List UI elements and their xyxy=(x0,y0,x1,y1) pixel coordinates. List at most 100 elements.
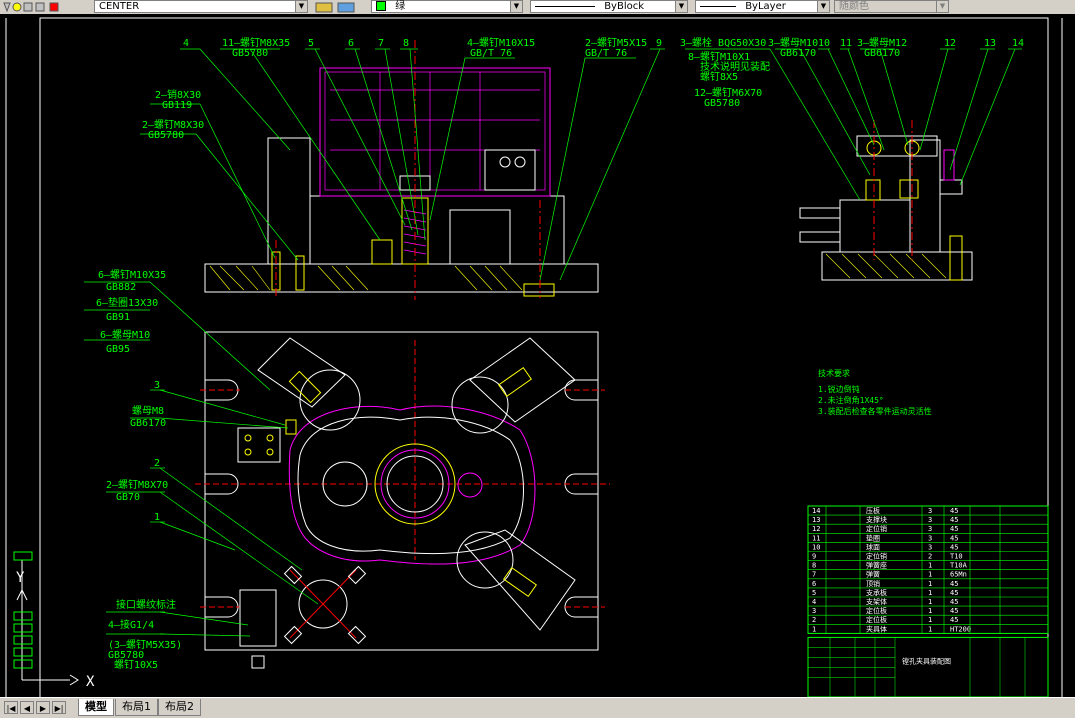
layer-state-icons[interactable] xyxy=(2,0,64,13)
bom-row-no: 1 xyxy=(812,625,816,633)
tab-model[interactable]: 模型 xyxy=(78,699,114,716)
note-label: GB95 xyxy=(106,344,130,355)
bom-row-no: 9 xyxy=(812,553,816,561)
balloon-label: 6 xyxy=(348,38,354,49)
layer-tools[interactable] xyxy=(314,0,362,13)
bom-row-no: 5 xyxy=(812,589,816,597)
bom-row-name: 支承板 xyxy=(866,588,887,597)
layer-combo-value: CENTER xyxy=(99,1,140,12)
bom-row-no: 14 xyxy=(812,507,820,515)
bom-row-material: 45 xyxy=(950,598,958,606)
bom-row-name: 压板 xyxy=(866,506,880,515)
properties-toolbar: CENTER ▼ 绿 ▼ ByBlock ▼ ByLayer ▼ 随颜色 ▼ xyxy=(0,0,1075,15)
color-combo[interactable]: 绿 ▼ xyxy=(371,0,523,13)
lineweight-combo[interactable]: ByLayer ▼ xyxy=(695,0,830,13)
bom-row-no: 11 xyxy=(812,534,820,542)
bom-row-qty: 1 xyxy=(928,589,932,597)
balloon-label: 2—螺钉M5X15 xyxy=(585,37,647,49)
chevron-down-icon[interactable]: ▼ xyxy=(675,1,687,12)
note-label: (3—螺钉M5X35) xyxy=(108,639,182,651)
color-swatch xyxy=(376,1,386,11)
bom-row-name: 垫圈 xyxy=(866,533,880,542)
prev-tab-button[interactable]: ◀ xyxy=(20,701,34,714)
tech-note-item: 1.锐边倒钝 xyxy=(818,384,860,394)
bom-row-name: 支撑块 xyxy=(866,515,887,524)
balloon-label: 10 xyxy=(818,38,830,49)
tech-notes: 技术要求 1.锐边倒钝 2.未注倒角1X45° 3.装配后检查各零件运动灵活性 xyxy=(818,368,932,416)
first-tab-button[interactable]: |◀ xyxy=(4,701,18,714)
bom-row-name: 定位板 xyxy=(866,615,887,624)
balloon-label: 2 xyxy=(154,458,160,469)
note-label: 3—螺栓 BQG50X30 xyxy=(680,36,766,49)
bom-row-name: 弹簧 xyxy=(866,570,880,579)
balloon-label: 12 xyxy=(944,38,956,49)
bom-row-material: 45 xyxy=(950,607,958,615)
bom-row-no: 4 xyxy=(812,598,816,606)
color-combo-value: 绿 xyxy=(395,1,406,12)
note-label: 螺母M8 xyxy=(132,405,164,417)
plan-view xyxy=(195,331,610,669)
layer-combo[interactable]: CENTER ▼ xyxy=(94,0,308,13)
front-leaders xyxy=(140,48,665,281)
tab-layout2[interactable]: 布局2 xyxy=(158,699,201,716)
balloon-label: 14 xyxy=(1012,38,1024,49)
plotstyle-combo-value: 随颜色 xyxy=(839,1,869,12)
layer-tool-icons[interactable] xyxy=(314,1,362,13)
bom-row-material: 45 xyxy=(950,516,958,524)
bom-row-qty: 3 xyxy=(928,525,932,533)
bom-row-name: 夹具体 xyxy=(866,624,887,633)
note-label: 接口螺纹标注 xyxy=(116,598,176,611)
next-tab-button[interactable]: ▶ xyxy=(36,701,50,714)
bom-row-name: 定位板 xyxy=(866,606,887,615)
bom-row-qty: 1 xyxy=(928,625,932,633)
bom-row-name: 弹簧座 xyxy=(866,561,887,570)
note-label: GB70 xyxy=(116,492,140,503)
bom-row-no: 13 xyxy=(812,516,820,524)
chevron-down-icon[interactable]: ▼ xyxy=(295,1,307,12)
bom-row-qty: 2 xyxy=(928,553,932,561)
chevron-down-icon[interactable]: ▼ xyxy=(936,1,948,12)
chevron-down-icon[interactable]: ▼ xyxy=(510,1,522,12)
note-label: GB5780 xyxy=(108,650,144,661)
layer-icons[interactable] xyxy=(2,1,64,13)
bom-row-material: T10 xyxy=(950,553,963,561)
note-label: GB882 xyxy=(106,282,136,293)
note-label: GB6170 xyxy=(130,418,166,429)
note-label: 6—螺母M10 xyxy=(100,329,150,341)
drawing-canvas[interactable]: 4 11—螺钉M8X35 GB5780 5 6 7 8 4—螺钉M10X15 G… xyxy=(0,14,1075,697)
bom-row-no: 12 xyxy=(812,525,820,533)
note-label: 2—销8X30 xyxy=(155,88,201,101)
bom-row-no: 6 xyxy=(812,580,816,588)
note-label: GB6170 xyxy=(780,48,816,59)
cad-drawing[interactable]: 4 11—螺钉M8X35 GB5780 5 6 7 8 4—螺钉M10X15 G… xyxy=(0,14,1075,697)
front-view xyxy=(204,40,599,300)
plotstyle-combo[interactable]: 随颜色 ▼ xyxy=(834,0,949,13)
balloon-label: 4 xyxy=(183,38,189,49)
bom-row-qty: 1 xyxy=(928,580,932,588)
balloon-label: GB5780 xyxy=(232,48,268,59)
balloon-label: 13 xyxy=(984,38,996,49)
tab-layout1[interactable]: 布局1 xyxy=(115,699,158,716)
title-block-name: 镗孔夹具装配图 xyxy=(902,656,951,665)
linetype-combo[interactable]: ByBlock ▼ xyxy=(530,0,688,13)
bom-row-qty: 3 xyxy=(928,543,932,551)
plan-leaders xyxy=(84,281,319,637)
balloon-label: 11—螺钉M8X35 xyxy=(222,37,290,49)
bom-row-material: 45 xyxy=(950,616,958,624)
drawing-border xyxy=(39,17,1049,697)
last-tab-button[interactable]: ▶| xyxy=(52,701,66,714)
line-sample xyxy=(535,5,595,7)
ucs-side-labels xyxy=(13,551,33,669)
side-labels: 3—螺栓 BQG50X30 8—螺钉M10X1 技术说明见装配 螺钉8X5 12… xyxy=(680,36,1024,109)
note-label: 4—接G1/4 xyxy=(108,618,154,631)
side-leaders xyxy=(685,48,1022,201)
note-label: 3—螺母M10 xyxy=(768,37,818,49)
bom-row-material: 45 xyxy=(950,525,958,533)
note-label: 2—螺钉M8X30 xyxy=(142,119,204,131)
balloon-label: 9 xyxy=(656,38,662,49)
bom-row-qty: 3 xyxy=(928,507,932,515)
bom-row-name: 定位销 xyxy=(866,524,887,533)
bom-row-no: 8 xyxy=(812,562,816,570)
chevron-down-icon[interactable]: ▼ xyxy=(817,1,829,12)
